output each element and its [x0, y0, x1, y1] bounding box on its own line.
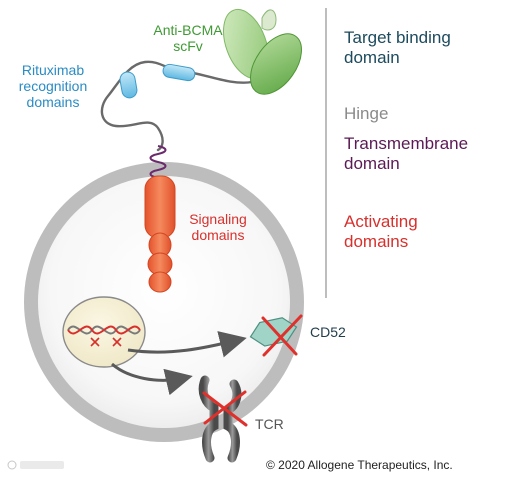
- legend-transmembrane: Transmembrane domain: [344, 134, 468, 173]
- anti-bcma-label: Anti-BCMA scFv: [148, 22, 228, 54]
- legend-hinge: Hinge: [344, 104, 389, 123]
- legend-transmembrane-line2: domain: [344, 153, 400, 173]
- nucleus-body: [62, 296, 146, 368]
- signaling-domains: [144, 175, 176, 293]
- t-cell: [24, 162, 304, 442]
- signaling-segment-4: [148, 271, 172, 293]
- scfv-domain-2: [250, 33, 302, 95]
- signaling-label-line2: domains: [191, 227, 245, 244]
- scfv-linker: [261, 9, 277, 31]
- rituximab-domain-2: [119, 71, 138, 99]
- anti-bcma-label-line2: scFv: [173, 38, 203, 55]
- arrow-to-tcr: [111, 362, 193, 396]
- cd52-label: CD52: [310, 324, 346, 340]
- signaling-label-line1: Signaling: [189, 211, 247, 227]
- copyright-text: © 2020 Allogene Therapeutics, Inc.: [266, 458, 453, 472]
- legend-activating: Activating domains: [344, 212, 418, 251]
- tcr-knockout-cross: [202, 390, 248, 427]
- rituximab-label-line2: recognition: [18, 78, 88, 95]
- anti-bcma-label-line1: Anti-BCMA: [153, 22, 223, 38]
- dna-knockout-marks: [90, 337, 122, 347]
- rituximab-label: Rituximab recognition domains: [8, 62, 98, 110]
- tcr-receptor: [198, 375, 248, 463]
- rituximab-label-line3: domains: [26, 94, 80, 111]
- signaling-label: Signaling domains: [176, 211, 260, 243]
- cd52-protein: [249, 314, 303, 357]
- tcr-label: TCR: [255, 416, 284, 432]
- tcr-chain-beta: [223, 379, 242, 463]
- legend-target-binding: Target binding domain: [344, 28, 451, 67]
- cd52-shape: [249, 317, 298, 347]
- signaling-segment-1: [144, 175, 176, 239]
- legend-activating-line1: Activating: [344, 212, 418, 231]
- anti-bcma-scfv: [223, 8, 302, 95]
- legend-activating-line2: domains: [344, 231, 409, 251]
- legend-transmembrane-line1: Transmembrane: [344, 134, 469, 153]
- transmembrane-coil: [149, 145, 167, 179]
- dna-strand-2: [67, 325, 141, 335]
- rituximab-domain-1: [162, 63, 196, 82]
- legend-target-binding-line2: domain: [344, 47, 400, 67]
- nucleus: [62, 296, 146, 368]
- rituximab-label-line1: Rituximab: [21, 62, 85, 78]
- watermark-logo: [7, 460, 64, 470]
- rituximab-domains: [119, 63, 196, 99]
- cd52-knockout-cross: [261, 314, 303, 357]
- legend-target-binding-line1: Target binding: [344, 28, 451, 47]
- arrow-to-cd52: [127, 331, 247, 358]
